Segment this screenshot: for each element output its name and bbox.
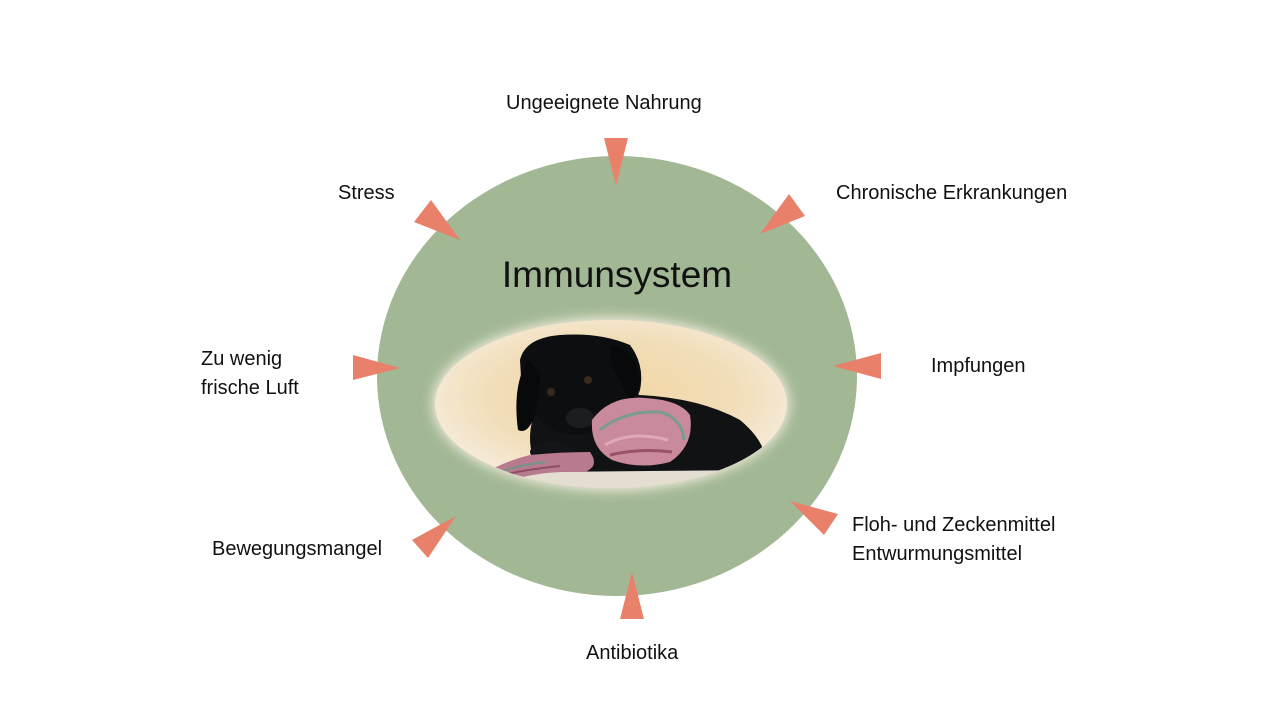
factor-bottom-right: Floh- und Zeckenmittel Entwurmungsmittel (852, 511, 1055, 569)
dog-eye-left (547, 388, 555, 396)
factor-top-right-text: Chronische Erkrankungen (836, 182, 1068, 204)
factor-top-left-text: Stress (338, 182, 395, 204)
factor-left-line-1: Zu wenig (201, 348, 283, 370)
factor-top: Ungeeignete Nahrung (506, 89, 702, 118)
factor-bottom-left-text: Bewegungsmangel (212, 538, 383, 560)
factor-left-line-2: frische Luft (201, 377, 299, 399)
arrow-top-left (414, 200, 460, 240)
arrows (353, 138, 881, 619)
arrow-bottom-left (412, 516, 456, 558)
factor-bottom-text: Antibiotika (586, 642, 679, 664)
arrow-bottom (620, 572, 644, 619)
dog-ear-right-shape (610, 345, 640, 399)
factor-top-text: Ungeeignete Nahrung (506, 92, 702, 114)
factor-left: Zu wenig frische Luft (201, 345, 299, 403)
dog-snout (566, 408, 594, 428)
factor-bottom: Antibiotika (586, 639, 678, 668)
factor-bottom-right-line-2: Entwurmungsmittel (852, 543, 1023, 565)
factor-top-left: Stress (338, 179, 395, 208)
factor-top-right: Chronische Erkrankungen (836, 179, 1067, 208)
dog-ear-left-shape (516, 360, 540, 431)
arrow-top (604, 138, 628, 186)
puppy-photo (433, 318, 789, 490)
factor-right: Impfungen (931, 352, 1026, 381)
diagram-title: Immunsystem (501, 254, 733, 295)
factor-bottom-left: Bewegungsmangel (212, 535, 382, 564)
factor-right-text: Impfungen (931, 355, 1026, 377)
arrow-bottom-right (790, 501, 838, 535)
factor-bottom-right-line-1: Floh- und Zeckenmittel (852, 514, 1056, 536)
arrow-right (833, 353, 881, 379)
arrow-top-right (760, 194, 805, 234)
dog-eye-right (584, 376, 592, 384)
arrow-left (353, 355, 400, 380)
